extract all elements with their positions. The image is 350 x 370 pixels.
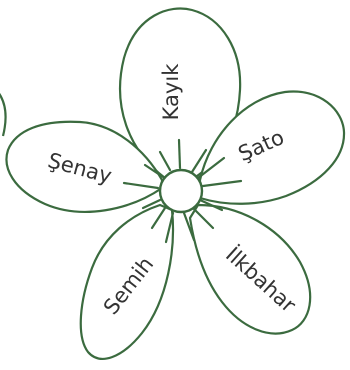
- petal-word-top: Kayık: [159, 63, 183, 121]
- ray: [179, 140, 180, 168]
- edge-fragment: [0, 92, 6, 136]
- flower-center: [160, 170, 202, 212]
